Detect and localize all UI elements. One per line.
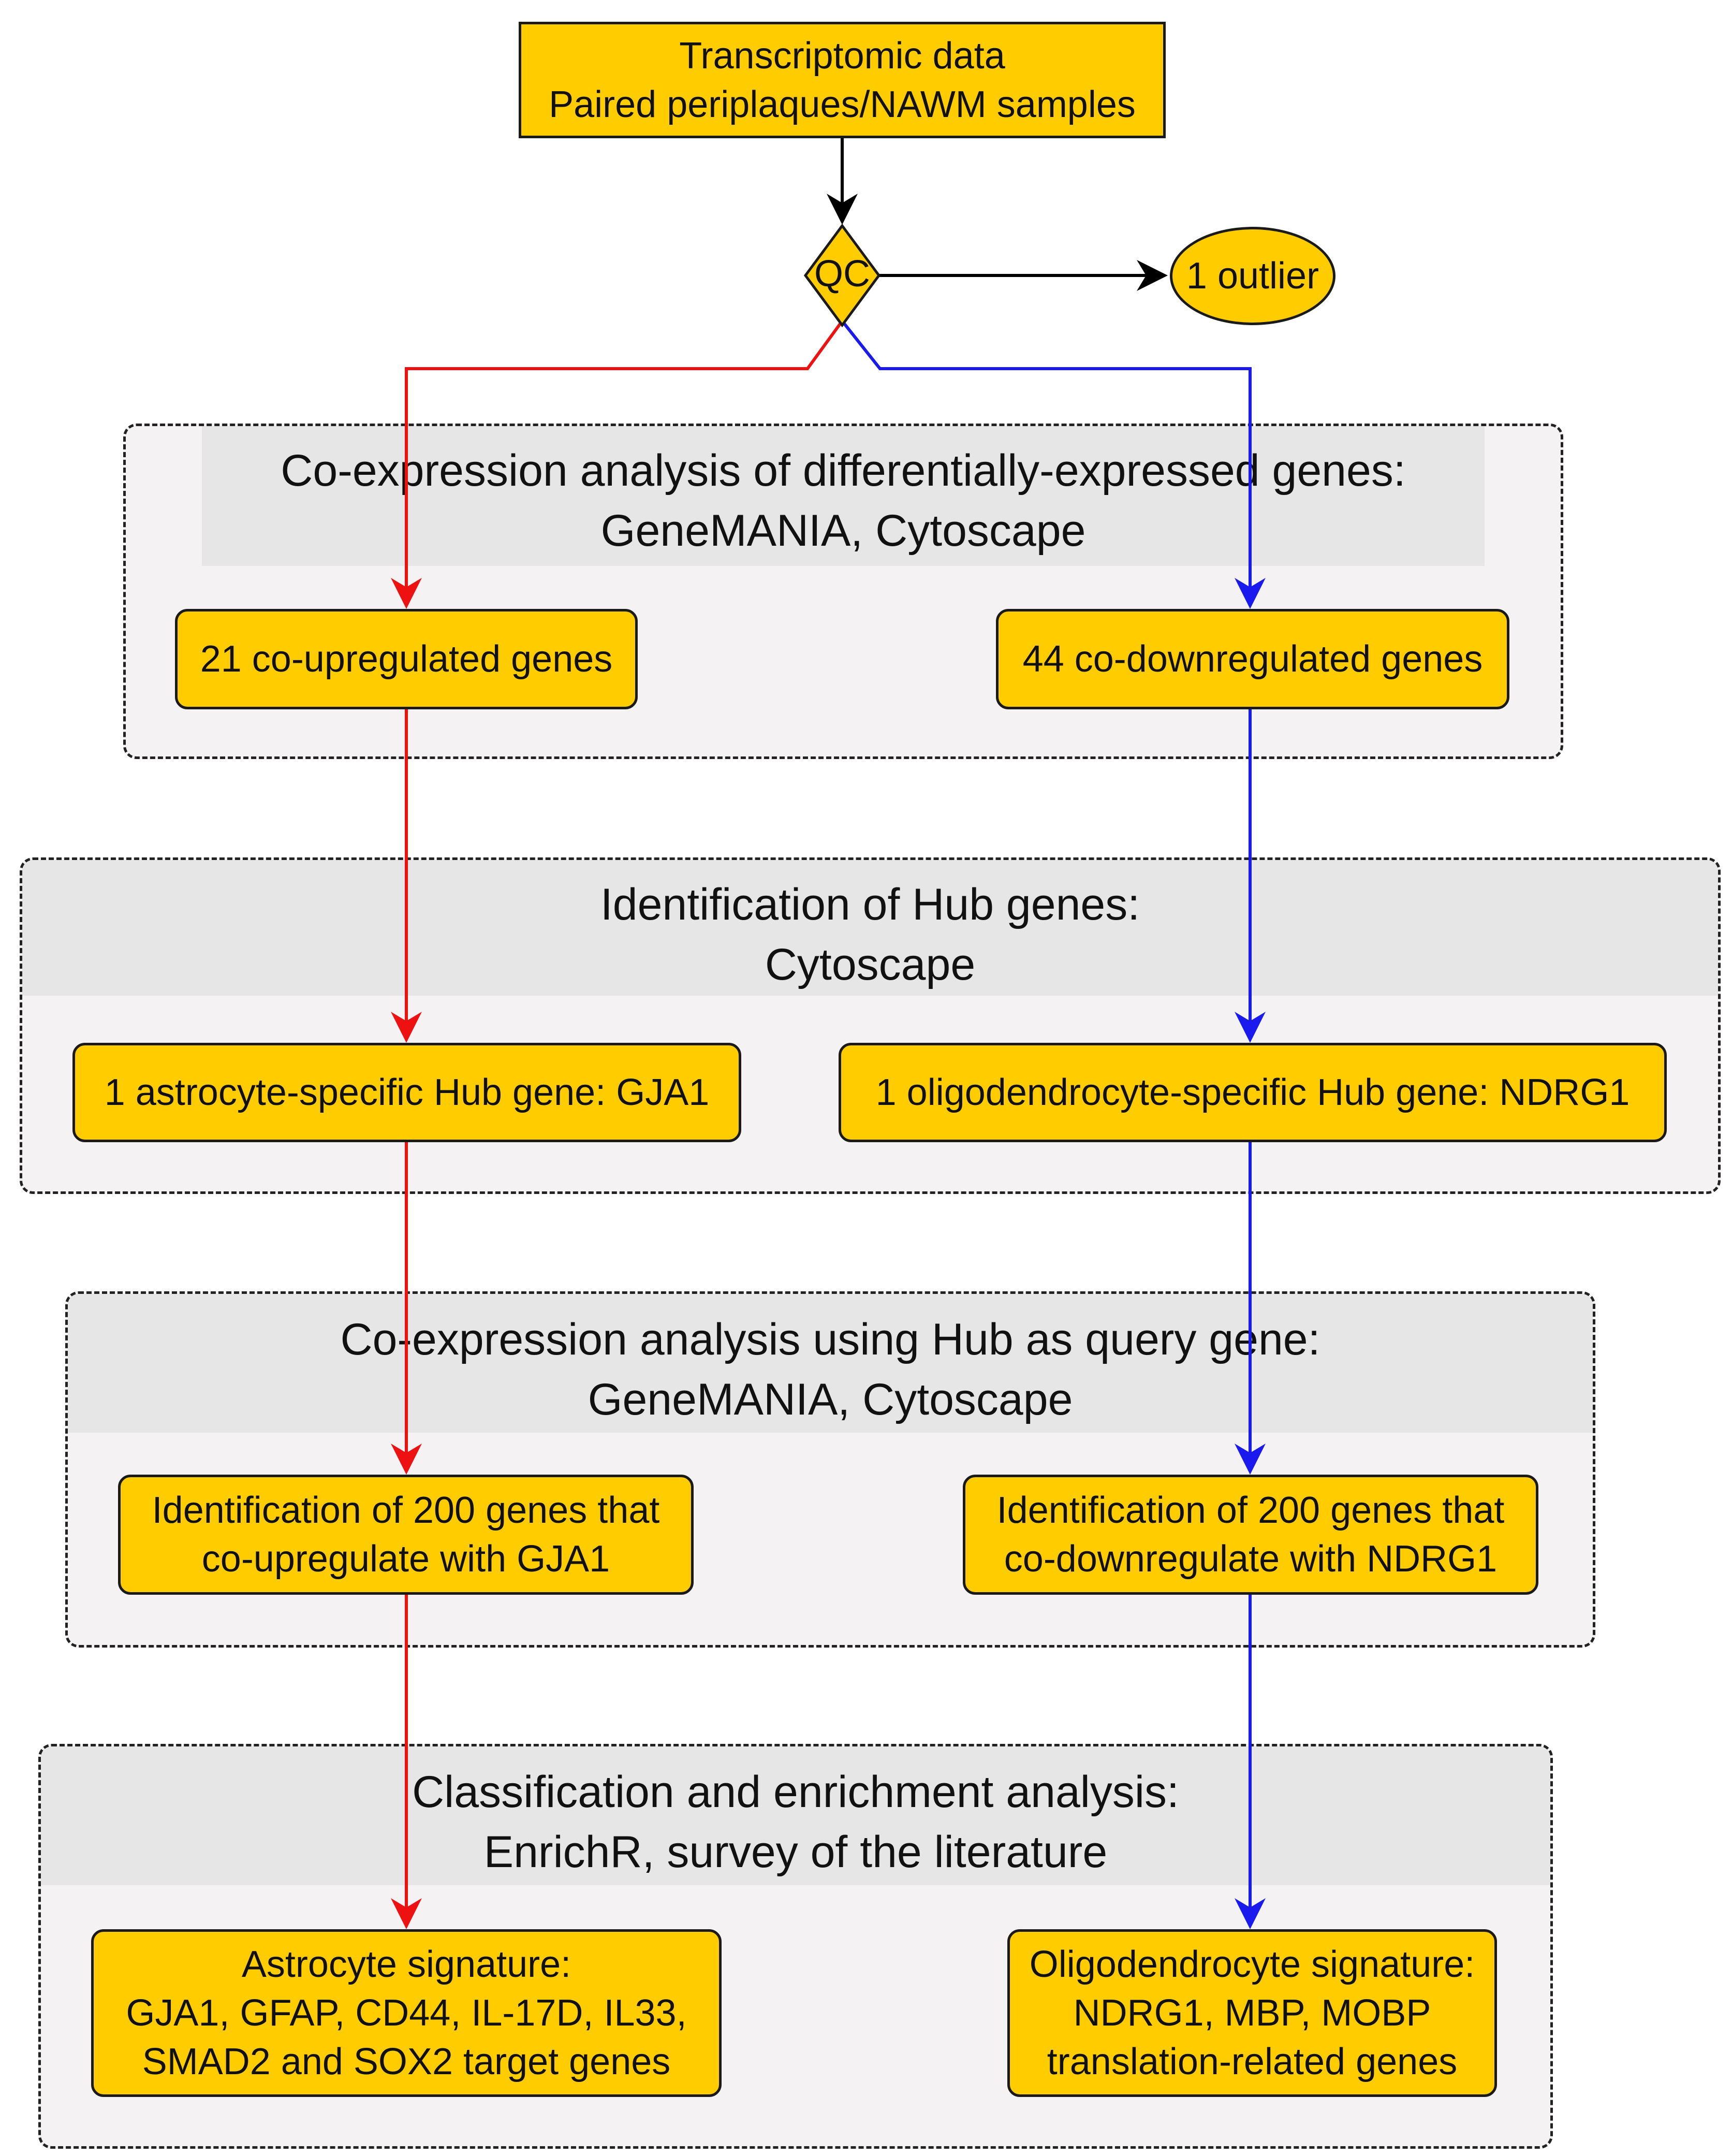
astrocyte-hub-gene-box: 1 astrocyte-specific Hub gene: GJA1 bbox=[72, 1043, 741, 1142]
astrocyte-signature-box: Astrocyte signature: GJA1, GFAP, CD44, I… bbox=[91, 1929, 722, 2097]
title-line2: EnrichR, survey of the literature bbox=[483, 1827, 1108, 1877]
title-line1: Identification of Hub genes: bbox=[600, 880, 1140, 929]
title-line2: GeneMANIA, Cytoscape bbox=[588, 1375, 1073, 1424]
panel-coexpression-hub-title: Co-expression analysis using Hub as quer… bbox=[68, 1309, 1593, 1430]
panel-coexpression-deg-title: Co-expression analysis of differentially… bbox=[126, 441, 1561, 561]
co-downregulate-ndrg1-box: Identification of 200 genes that co-down… bbox=[963, 1475, 1538, 1595]
top-box-line2: Paired periplaques/NAWM samples bbox=[549, 83, 1136, 125]
box-line2: co-upregulate with GJA1 bbox=[201, 1538, 610, 1580]
box-line2: GJA1, GFAP, CD44, IL-17D, IL33, bbox=[126, 1992, 687, 2034]
panel-classification-title: Classification and enrichment analysis: … bbox=[41, 1762, 1550, 1882]
title-line1: Co-expression analysis of differentially… bbox=[281, 446, 1406, 496]
co-downregulated-genes-box: 44 co-downregulated genes bbox=[996, 609, 1509, 709]
box-line2: co-downregulate with NDRG1 bbox=[1004, 1538, 1498, 1580]
title-line2: GeneMANIA, Cytoscape bbox=[600, 506, 1086, 556]
co-upregulate-gja1-box: Identification of 200 genes that co-upre… bbox=[118, 1475, 694, 1595]
box-line1: Identification of 200 genes that bbox=[152, 1490, 660, 1531]
oligodendrocyte-signature-box: Oligodendrocyte signature: NDRG1, MBP, M… bbox=[1007, 1929, 1497, 2097]
co-upregulated-genes-box: 21 co-upregulated genes bbox=[175, 609, 638, 709]
oligodendrocyte-hub-gene-box: 1 oligodendrocyte-specific Hub gene: NDR… bbox=[839, 1043, 1667, 1142]
panel-coexpression-hub-header bbox=[68, 1294, 1593, 1433]
blue-path-qc-to-panel1 bbox=[841, 320, 1266, 609]
panel-hub-genes-title: Identification of Hub genes: Cytoscape bbox=[22, 875, 1718, 995]
title-line1: Co-expression analysis using Hub as quer… bbox=[340, 1315, 1320, 1364]
box-line3: translation-related genes bbox=[1047, 2041, 1458, 2082]
panel-hub-genes-header bbox=[22, 860, 1718, 996]
box-text: 21 co-upregulated genes bbox=[200, 638, 613, 680]
panel-coexpression-deg-header bbox=[202, 426, 1485, 566]
title-line1: Classification and enrichment analysis: bbox=[412, 1767, 1179, 1817]
transcriptomic-data-box: Transcriptomic data Paired periplaques/N… bbox=[519, 22, 1166, 138]
box-line1: Oligodendrocyte signature: bbox=[1029, 1944, 1475, 1985]
outlier-ellipse: 1 outlier bbox=[1170, 227, 1335, 325]
box-line1: Astrocyte signature: bbox=[241, 1944, 571, 1985]
qc-diamond bbox=[803, 223, 881, 328]
box-line2: NDRG1, MBP, MOBP bbox=[1073, 1992, 1431, 2034]
qc-label: QC bbox=[814, 253, 870, 295]
box-line1: Identification of 200 genes that bbox=[996, 1490, 1505, 1531]
title-line2: Cytoscape bbox=[765, 940, 976, 989]
box-text: 1 astrocyte-specific Hub gene: GJA1 bbox=[104, 1072, 710, 1113]
panel-classification-header bbox=[41, 1746, 1550, 1885]
red-path-qc-to-panel1 bbox=[391, 320, 844, 609]
box-text: 1 oligodendrocyte-specific Hub gene: NDR… bbox=[875, 1072, 1630, 1113]
top-box-line1: Transcriptomic data bbox=[679, 35, 1005, 77]
box-text: 44 co-downregulated genes bbox=[1022, 638, 1483, 680]
box-line3: SMAD2 and SOX2 target genes bbox=[142, 2041, 671, 2082]
